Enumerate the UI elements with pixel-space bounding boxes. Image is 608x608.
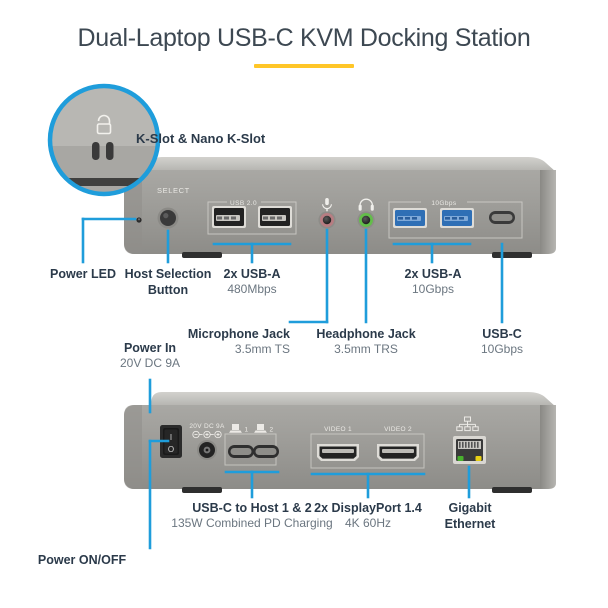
- displayport-1: [317, 444, 359, 461]
- silk-host1-number: 1: [245, 427, 249, 434]
- ethernet-led-green: [457, 456, 464, 461]
- silk-dc-label: 20V DC 9A: [189, 423, 225, 430]
- headphone-jack: [357, 211, 375, 229]
- front-top-face: [150, 157, 556, 172]
- callout-host-button-title-line1: Host Selection: [124, 267, 212, 281]
- silk-video1-label: VIDEO 1: [324, 426, 352, 433]
- rear-right-side: [540, 405, 556, 489]
- silk-host2-number: 2: [270, 427, 274, 434]
- usb-a-480-port-1: [212, 206, 246, 228]
- kslot-callout-label: K-Slot & Nano K-Slot: [136, 131, 266, 146]
- callout-usb-c-10g-title: USB-C: [482, 327, 522, 341]
- usb20-group-bracket: [207, 201, 297, 235]
- front-foot-right: [492, 252, 532, 258]
- switch-on-mark: I: [170, 433, 172, 442]
- ethernet-port: [453, 436, 486, 464]
- callout-headphone-jack: Headphone Jack 3.5mm TRS: [312, 326, 420, 357]
- silk-10gbps-label: 10Gbps: [431, 200, 457, 207]
- rear-top-face: [150, 392, 556, 407]
- network-icon: [456, 416, 479, 432]
- switch-off-mark: O: [168, 445, 174, 454]
- callout-power-in: Power In 20V DC 9A: [96, 340, 204, 371]
- callout-host-button-title-line2: Button: [147, 283, 189, 297]
- k-slot: [92, 142, 100, 160]
- nano-k-slot: [106, 142, 114, 160]
- callout-usb-a-480-sub: 480Mbps: [227, 282, 277, 296]
- host-selection-button-gloss: [163, 213, 169, 219]
- front-foot-left: [182, 252, 222, 258]
- callout-usb-c-host-sub: 135W Combined PD Charging: [171, 516, 333, 530]
- callout-displayport-title: 2x DisplayPort 1.4: [314, 501, 422, 515]
- callout-power-led-title: Power LED: [50, 267, 116, 281]
- front-callout-lines: [81, 217, 504, 324]
- callout-displayport-sub: 4K 60Hz: [344, 516, 392, 530]
- front-left-side: [124, 170, 142, 254]
- callout-usb-c-host: USB-C to Host 1 & 2 135W Combined PD Cha…: [138, 500, 366, 531]
- microphone-jack: [318, 211, 336, 229]
- rear-foot-left: [182, 487, 222, 493]
- laptop-icon-host-2: 2: [254, 424, 274, 434]
- title-accent-bar: [254, 64, 354, 68]
- displayport-2: [377, 444, 419, 461]
- tengbps-group-bracket: [388, 201, 523, 239]
- callout-gigabit-title-line2: Ethernet: [444, 517, 496, 531]
- callout-usb-a-10g-sub: 10Gbps: [411, 282, 455, 296]
- callout-power-on-off-title: Power ON/OFF: [37, 553, 127, 567]
- usb-a-10g-port-1: [393, 208, 427, 228]
- power-switch[interactable]: I O: [160, 425, 182, 458]
- callout-displayport: 2x DisplayPort 1.4 4K 60Hz: [298, 500, 438, 531]
- callout-headphone-title: Headphone Jack: [316, 327, 416, 341]
- callout-microphone-jack: Microphone Jack 3.5mm TS: [186, 326, 290, 357]
- callout-usb-c-10g: USB-C 10Gbps: [457, 326, 547, 357]
- usb-a-480-port-2: [258, 206, 292, 228]
- usb-a-10g-port-2: [440, 208, 474, 228]
- front-face: [124, 170, 556, 254]
- zoom-circle-ring: [47, 83, 161, 197]
- dc-power-jack: [197, 440, 217, 460]
- ethernet-led-yellow: [475, 456, 482, 461]
- rear-panel-unit: I O 20V DC 9A: [124, 392, 556, 493]
- power-led-highlight: [137, 218, 141, 221]
- usb-c-host-2: [253, 445, 279, 458]
- headphone-icon: [358, 198, 374, 211]
- callout-usb-c-host-title: USB-C to Host 1 & 2: [192, 501, 312, 515]
- callout-microphone-title: Microphone Jack: [187, 327, 290, 341]
- callout-usb-a-10g-title: 2x USB-A: [404, 267, 462, 281]
- front-panel-unit: SELECT USB 2.0: [124, 157, 556, 258]
- rear-callout-lines: [148, 378, 471, 550]
- dc-polarity-icon: [192, 430, 222, 439]
- callout-power-in-sub: 20V DC 9A: [119, 356, 181, 370]
- callout-headphone-sub: 3.5mm TRS: [334, 342, 398, 356]
- callout-usb-a-480: 2x USB-A 480Mbps: [196, 266, 308, 297]
- silk-usb20-label: USB 2.0: [230, 200, 257, 207]
- usb-c-host-1: [228, 445, 254, 458]
- rear-left-side: [124, 405, 142, 489]
- lock-icon: [96, 114, 112, 135]
- callout-usb-c-10g-sub: 10Gbps: [480, 342, 524, 356]
- laptop-icon-host-1: 1: [229, 424, 249, 434]
- page-title: Dual-Laptop USB-C KVM Docking Station: [77, 24, 531, 52]
- callout-usb-a-10g: 2x USB-A 10Gbps: [378, 266, 488, 297]
- callout-host-selection-button: Host Selection Button: [104, 266, 232, 298]
- silk-select-label: SELECT: [157, 186, 190, 195]
- callout-gigabit-ethernet: Gigabit Ethernet: [428, 500, 512, 532]
- usb-c-10g-port: [489, 211, 515, 224]
- rear-foot-right: [492, 487, 532, 493]
- microphone-icon: [322, 198, 332, 212]
- callout-usb-a-480-title: 2x USB-A: [223, 267, 281, 281]
- front-right-side: [540, 170, 556, 254]
- callout-microphone-sub: 3.5mm TS: [234, 342, 290, 356]
- host-selection-button[interactable]: [160, 210, 176, 226]
- callout-power-on-off: Power ON/OFF: [14, 552, 150, 568]
- silk-video2-label: VIDEO 2: [384, 426, 412, 433]
- displayport-group-bracket: [310, 433, 425, 469]
- callout-gigabit-title-line1: Gigabit: [448, 501, 492, 515]
- callout-power-led: Power LED: [24, 266, 142, 282]
- callout-power-in-title: Power In: [123, 341, 177, 355]
